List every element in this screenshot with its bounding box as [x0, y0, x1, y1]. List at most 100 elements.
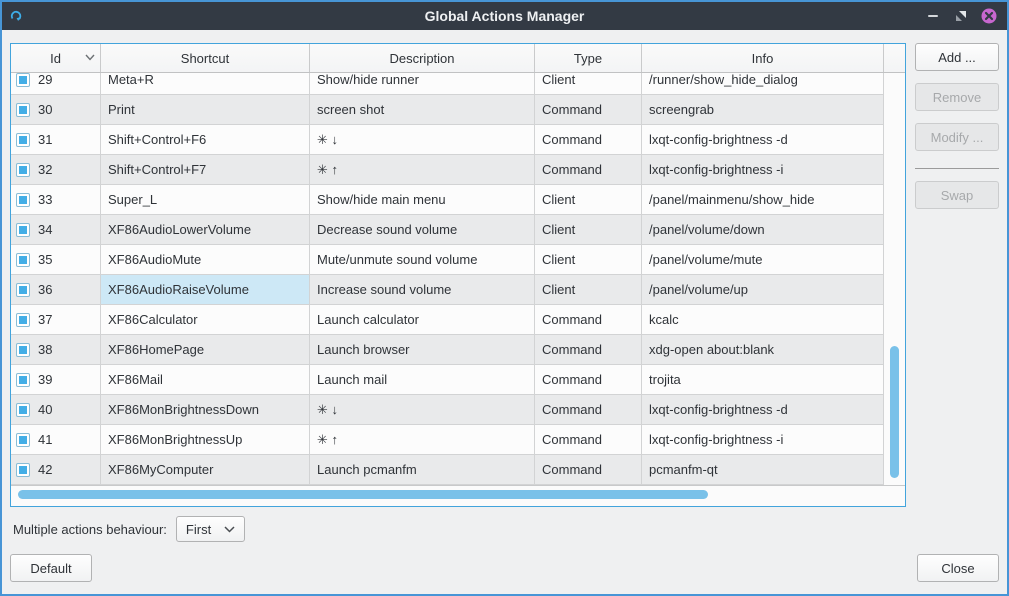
shortcut-cell[interactable]: XF86AudioMute	[101, 245, 310, 275]
row-checkbox[interactable]	[16, 432, 30, 447]
row-checkbox[interactable]	[16, 162, 30, 177]
column-header-shortcut[interactable]: Shortcut	[101, 44, 310, 72]
info-cell[interactable]: lxqt-config-brightness -d	[642, 125, 884, 155]
type-cell[interactable]: Client	[535, 73, 642, 95]
shortcut-cell[interactable]: Shift+Control+F7	[101, 155, 310, 185]
row-checkbox[interactable]	[16, 222, 30, 237]
table-row[interactable]: 37 XF86Calculator Launch calculator Comm…	[11, 305, 885, 335]
column-header-description[interactable]: Description	[310, 44, 535, 72]
type-cell[interactable]: Command	[535, 125, 642, 155]
restore-button[interactable]	[953, 8, 969, 24]
table-row[interactable]: 31 Shift+Control+F6 ✳ ↓ Command lxqt-con…	[11, 125, 885, 155]
shortcut-cell[interactable]: XF86Mail	[101, 365, 310, 395]
description-cell[interactable]: ✳ ↓	[310, 395, 535, 425]
row-checkbox[interactable]	[16, 73, 30, 87]
shortcut-cell[interactable]: XF86MonBrightnessUp	[101, 425, 310, 455]
info-cell[interactable]: /panel/volume/up	[642, 275, 884, 305]
shortcut-cell[interactable]: XF86AudioRaiseVolume	[101, 275, 310, 305]
table-row[interactable]: 33 Super_L Show/hide main menu Client /p…	[11, 185, 885, 215]
info-cell[interactable]: /panel/mainmenu/show_hide	[642, 185, 884, 215]
shortcut-cell[interactable]: Print	[101, 95, 310, 125]
info-cell[interactable]: /panel/volume/mute	[642, 245, 884, 275]
id-cell[interactable]: 35	[11, 245, 101, 275]
type-cell[interactable]: Command	[535, 425, 642, 455]
id-cell[interactable]: 42	[11, 455, 101, 485]
description-cell[interactable]: ✳ ↑	[310, 425, 535, 455]
column-header-id[interactable]: Id	[11, 44, 101, 72]
table-row[interactable]: 40 XF86MonBrightnessDown ✳ ↓ Command lxq…	[11, 395, 885, 425]
type-cell[interactable]: Command	[535, 365, 642, 395]
id-cell[interactable]: 36	[11, 275, 101, 305]
table-row[interactable]: 34 XF86AudioLowerVolume Decrease sound v…	[11, 215, 885, 245]
shortcut-cell[interactable]: XF86MyComputer	[101, 455, 310, 485]
shortcut-cell[interactable]: XF86HomePage	[101, 335, 310, 365]
shortcut-cell[interactable]: Meta+R	[101, 73, 310, 95]
type-cell[interactable]: Command	[535, 455, 642, 485]
horizontal-scrollbar[interactable]	[18, 490, 708, 499]
default-button[interactable]: Default	[10, 554, 92, 582]
table-row[interactable]: 32 Shift+Control+F7 ✳ ↑ Command lxqt-con…	[11, 155, 885, 185]
table-row[interactable]: 41 XF86MonBrightnessUp ✳ ↑ Command lxqt-…	[11, 425, 885, 455]
row-checkbox[interactable]	[16, 372, 30, 387]
id-cell[interactable]: 29	[11, 73, 101, 95]
row-checkbox[interactable]	[16, 312, 30, 327]
id-cell[interactable]: 37	[11, 305, 101, 335]
row-checkbox[interactable]	[16, 282, 30, 297]
id-cell[interactable]: 32	[11, 155, 101, 185]
description-cell[interactable]: ✳ ↓	[310, 125, 535, 155]
type-cell[interactable]: Command	[535, 95, 642, 125]
info-cell[interactable]: screengrab	[642, 95, 884, 125]
info-cell[interactable]: /panel/volume/down	[642, 215, 884, 245]
type-cell[interactable]: Command	[535, 155, 642, 185]
row-checkbox[interactable]	[16, 132, 30, 147]
info-cell[interactable]: pcmanfm-qt	[642, 455, 884, 485]
minimize-button[interactable]	[925, 8, 941, 24]
row-checkbox[interactable]	[16, 252, 30, 267]
table-row[interactable]: 30 Print screen shot Command screengrab	[11, 95, 885, 125]
info-cell[interactable]: xdg-open about:blank	[642, 335, 884, 365]
shortcut-cell[interactable]: XF86Calculator	[101, 305, 310, 335]
table-row[interactable]: 36 XF86AudioRaiseVolume Increase sound v…	[11, 275, 885, 305]
type-cell[interactable]: Client	[535, 185, 642, 215]
type-cell[interactable]: Client	[535, 275, 642, 305]
description-cell[interactable]: Launch mail	[310, 365, 535, 395]
description-cell[interactable]: Decrease sound volume	[310, 215, 535, 245]
description-cell[interactable]: Show/hide runner	[310, 73, 535, 95]
titlebar[interactable]: Global Actions Manager	[2, 2, 1007, 30]
id-cell[interactable]: 38	[11, 335, 101, 365]
description-cell[interactable]: screen shot	[310, 95, 535, 125]
type-cell[interactable]: Command	[535, 395, 642, 425]
id-cell[interactable]: 33	[11, 185, 101, 215]
table-row[interactable]: 35 XF86AudioMute Mute/unmute sound volum…	[11, 245, 885, 275]
id-cell[interactable]: 31	[11, 125, 101, 155]
id-cell[interactable]: 41	[11, 425, 101, 455]
row-checkbox[interactable]	[16, 402, 30, 417]
shortcut-cell[interactable]: Super_L	[101, 185, 310, 215]
close-window-button[interactable]	[981, 8, 997, 24]
column-header-info[interactable]: Info	[642, 44, 884, 72]
type-cell[interactable]: Command	[535, 335, 642, 365]
info-cell[interactable]: lxqt-config-brightness -d	[642, 395, 884, 425]
id-cell[interactable]: 39	[11, 365, 101, 395]
description-cell[interactable]: Launch browser	[310, 335, 535, 365]
type-cell[interactable]: Client	[535, 245, 642, 275]
shortcut-cell[interactable]: XF86MonBrightnessDown	[101, 395, 310, 425]
description-cell[interactable]: Increase sound volume	[310, 275, 535, 305]
info-cell[interactable]: lxqt-config-brightness -i	[642, 425, 884, 455]
info-cell[interactable]: /runner/show_hide_dialog	[642, 73, 884, 95]
table-row[interactable]: 38 XF86HomePage Launch browser Command x…	[11, 335, 885, 365]
vertical-scrollbar[interactable]	[890, 346, 899, 478]
description-cell[interactable]: Launch pcmanfm	[310, 455, 535, 485]
description-cell[interactable]: ✳ ↑	[310, 155, 535, 185]
type-cell[interactable]: Client	[535, 215, 642, 245]
id-cell[interactable]: 34	[11, 215, 101, 245]
table-row[interactable]: 42 XF86MyComputer Launch pcmanfm Command…	[11, 455, 885, 485]
column-header-type[interactable]: Type	[535, 44, 642, 72]
id-cell[interactable]: 40	[11, 395, 101, 425]
description-cell[interactable]: Mute/unmute sound volume	[310, 245, 535, 275]
table-row[interactable]: 39 XF86Mail Launch mail Command trojita	[11, 365, 885, 395]
row-checkbox[interactable]	[16, 102, 30, 117]
row-checkbox[interactable]	[16, 462, 30, 477]
shortcut-cell[interactable]: XF86AudioLowerVolume	[101, 215, 310, 245]
id-cell[interactable]: 30	[11, 95, 101, 125]
